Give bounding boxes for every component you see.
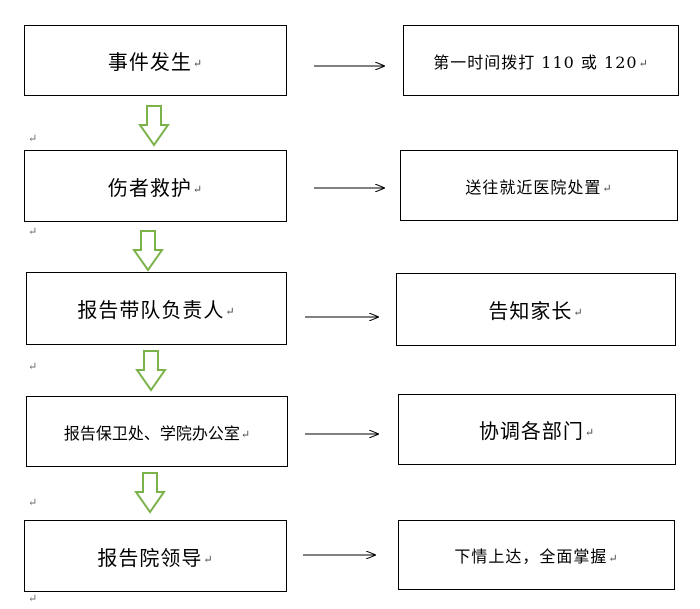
step-1-box: 事件发生↵: [24, 25, 287, 96]
step-2-label: 伤者救护: [107, 175, 192, 200]
paragraph-mark: ↵: [225, 305, 236, 318]
paragraph-mark: ↵: [28, 360, 38, 373]
paragraph-mark: ↵: [584, 426, 596, 439]
step-5-action-box: 下情上达，全面掌握↵: [398, 520, 675, 590]
step-3-box: 报告带队负责人↵: [26, 272, 287, 345]
paragraph-mark: ↵: [28, 496, 38, 509]
step-1-action-box: 第一时间拨打 110 或 120↵: [403, 25, 679, 96]
paragraph-mark: ↵: [602, 182, 613, 195]
paragraph-mark: ↵: [192, 182, 204, 196]
step-5-action-label: 下情上达，全面掌握: [454, 547, 608, 566]
step-4-box: 报告保卫处、学院办公室↵: [26, 396, 288, 467]
paragraph-mark: ↵: [203, 552, 214, 566]
step-2-action-box: 送往就近医院处置↵: [400, 150, 678, 221]
step-3-action-label: 告知家长: [488, 299, 573, 323]
step-2-action-label: 送往就近医院处置: [465, 177, 602, 197]
step-1-label: 事件发生: [107, 50, 192, 74]
paragraph-mark: ↵: [28, 132, 38, 145]
step-4-label: 报告保卫处、学院办公室: [63, 423, 240, 443]
step-1-action-label: 第一时间拨打 110 或 120: [433, 52, 638, 72]
paragraph-mark: ↵: [192, 57, 204, 70]
paragraph-mark: ↵: [608, 551, 619, 565]
step-2-box: 伤者救护↵: [24, 150, 287, 222]
paragraph-mark: ↵: [573, 306, 584, 319]
down-arrow-2: [132, 230, 164, 272]
paragraph-mark: ↵: [240, 428, 251, 441]
step-4-action-box: 协调各部门↵: [398, 394, 676, 465]
paragraph-mark: ↵: [638, 57, 649, 70]
down-arrow-3: [135, 350, 167, 392]
down-arrow-1: [138, 105, 170, 147]
step-3-action-box: 告知家长↵: [396, 273, 676, 346]
step-5-label: 报告院领导: [97, 545, 203, 570]
paragraph-mark: ↵: [28, 592, 38, 605]
paragraph-mark: ↵: [28, 225, 38, 238]
step-4-action-label: 协调各部门: [478, 419, 584, 443]
step-3-label: 报告带队负责人: [77, 298, 225, 322]
step-5-box: 报告院领导↵: [24, 520, 287, 592]
down-arrow-4: [134, 472, 166, 514]
